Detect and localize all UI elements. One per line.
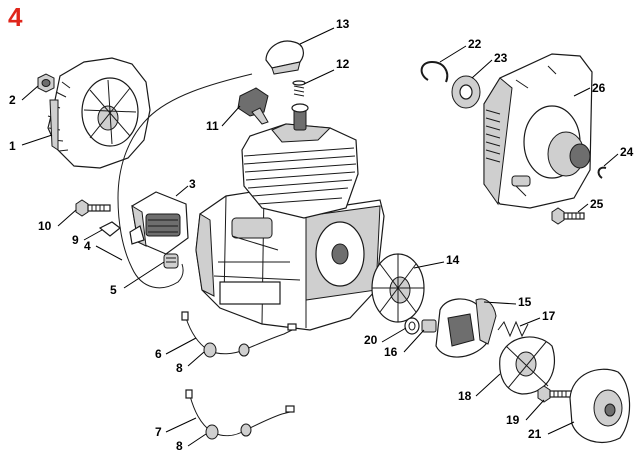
callout-12: 12 [336,57,350,71]
callout-7: 7 [155,425,162,439]
mounting-screw [75,199,111,217]
housing-screw [551,207,585,225]
callout-8-lower: 8 [176,439,183,453]
callout-13: 13 [336,17,350,31]
callout-17: 17 [542,309,556,323]
callout-18: 18 [458,389,472,403]
ignition-module [129,191,189,255]
short-circuit-wire-upper [181,311,297,358]
fan-wheel [371,253,425,323]
spring [292,80,306,97]
callout-15: 15 [518,295,532,309]
callout-14: 14 [446,253,460,267]
callout-labels: 1 2 3 4 5 6 7 8 8 9 10 11 12 13 14 15 16… [9,17,634,453]
cylinder [241,103,359,219]
callout-22: 22 [468,37,482,51]
sleeve [421,319,437,333]
clutch-carrier [499,336,556,395]
callout-1: 1 [9,139,16,153]
callout-23: 23 [494,51,508,65]
callout-16: 16 [384,345,398,359]
drum-screw [537,385,573,403]
leader-lines [21,27,619,447]
callout-9: 9 [72,233,79,247]
page-number: 4 [8,2,23,32]
short-circuit-wire-lower [185,389,295,440]
callout-3: 3 [189,177,196,191]
callout-5: 5 [110,283,117,297]
callout-21: 21 [528,427,542,441]
circlip-small [597,166,607,179]
circlip [420,60,449,83]
callout-19: 19 [506,413,520,427]
lead-clip [98,221,121,237]
spark-plug-connector [237,87,269,125]
washer [404,317,420,335]
callout-20: 20 [364,333,378,347]
flywheel-nut [37,73,55,93]
clutch-shoes [435,298,497,358]
callout-25: 25 [590,197,604,211]
fan-housing [483,53,593,209]
ball-bearing [451,75,481,109]
callout-11: 11 [206,119,219,133]
clutch-drum [569,368,631,443]
callout-6: 6 [155,347,162,361]
callout-26: 26 [592,81,606,95]
callout-4: 4 [84,239,91,253]
cap [265,40,304,75]
spark-plug-boot [163,253,179,269]
flywheel [47,57,151,169]
callout-24: 24 [620,145,634,159]
callout-10: 10 [38,219,52,233]
callout-2: 2 [9,93,16,107]
callout-8-upper: 8 [176,361,183,375]
clutch-spring [497,320,529,338]
ignition-lead [117,73,253,289]
